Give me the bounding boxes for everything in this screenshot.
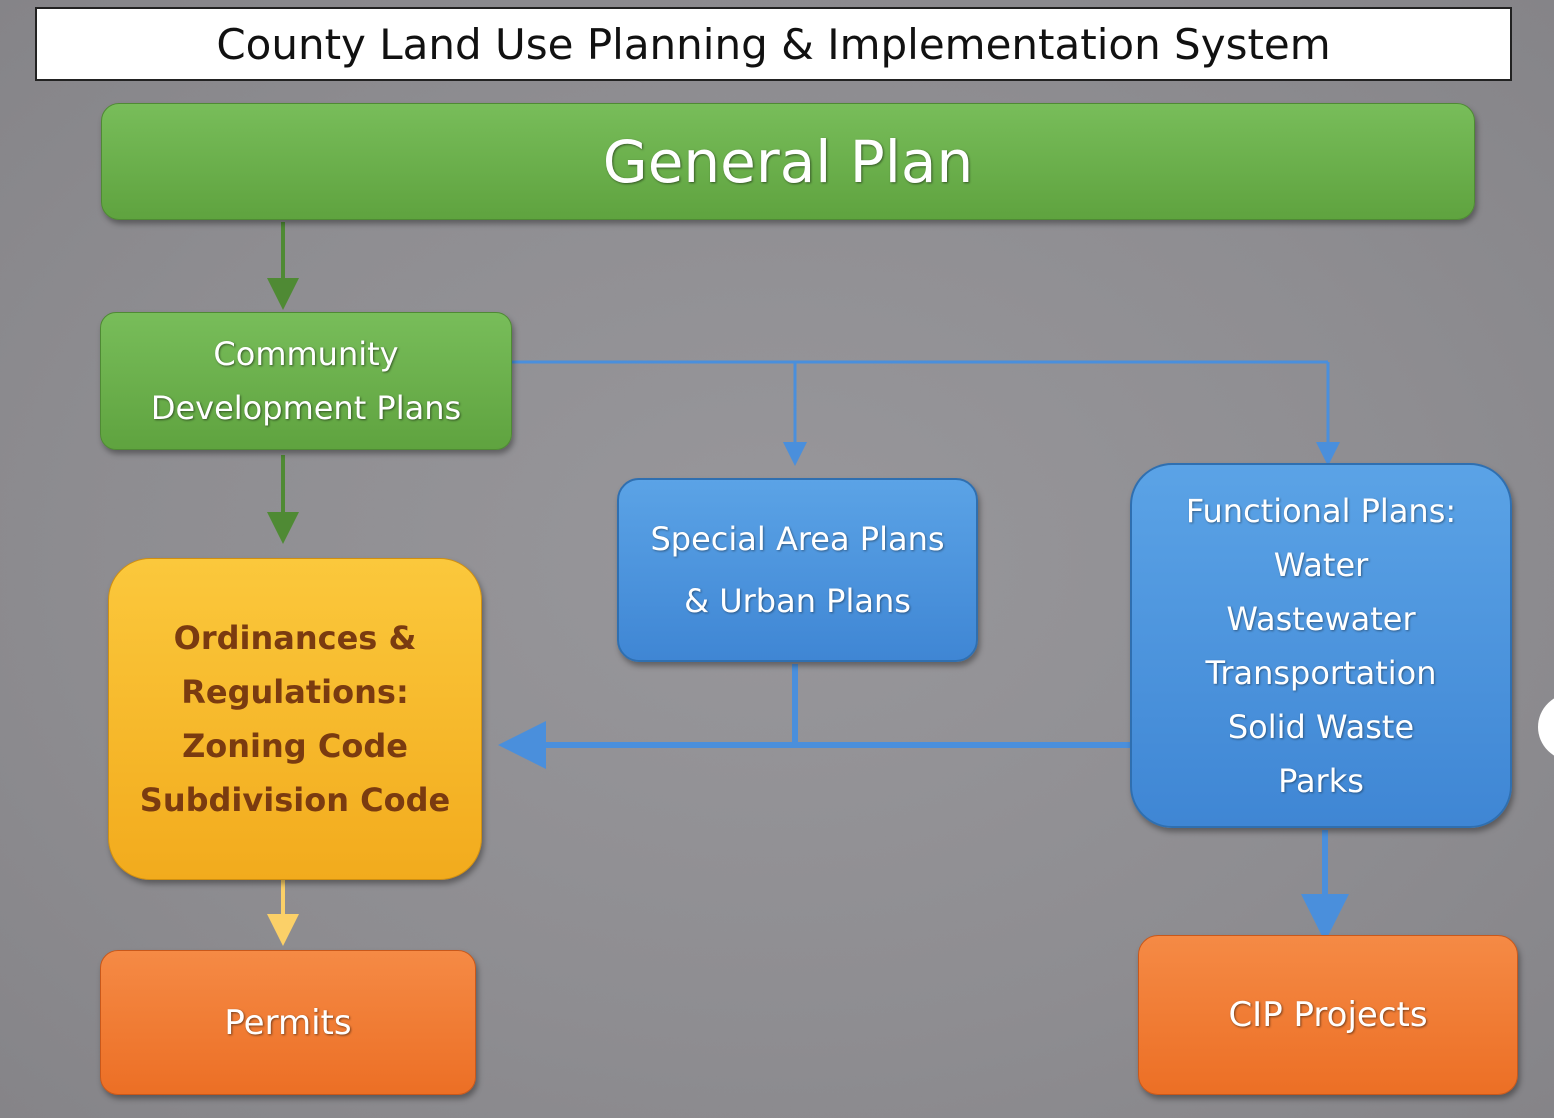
- permits-label: Permits: [224, 1002, 352, 1043]
- diagram-title: County Land Use Planning & Implementatio…: [35, 7, 1512, 81]
- sap-line1: Special Area Plans: [650, 520, 945, 558]
- fun-line: Transportation: [1205, 653, 1437, 692]
- cdp-line2: Development Plans: [150, 389, 462, 427]
- ord-line: Subdivision Code: [139, 781, 451, 819]
- fun-line: Wastewater: [1226, 599, 1416, 638]
- fun-line: Water: [1273, 545, 1369, 584]
- cdp-line1: Community: [213, 335, 399, 373]
- edge-handle[interactable]: [1538, 693, 1554, 761]
- general-plan-box: General Plan: [101, 103, 1475, 220]
- fun-line: Parks: [1278, 761, 1364, 800]
- general-plan-label: General Plan: [602, 127, 974, 196]
- special-area-plans-box: Special Area Plans & Urban Plans: [617, 478, 978, 662]
- ord-line: Ordinances &: [173, 619, 417, 657]
- ordinances-box: Ordinances & Regulations: Zoning Code Su…: [108, 558, 482, 880]
- sap-line2: & Urban Plans: [684, 582, 911, 620]
- permits-box: Permits: [100, 950, 476, 1095]
- ord-line: Zoning Code: [182, 727, 408, 765]
- community-development-plans-box: Community Development Plans: [100, 312, 512, 450]
- cip-label: CIP Projects: [1228, 995, 1428, 1035]
- fun-line: Solid Waste: [1227, 707, 1415, 746]
- functional-plans-box: Functional Plans: Water Wastewater Trans…: [1130, 463, 1512, 828]
- cip-projects-box: CIP Projects: [1138, 935, 1518, 1095]
- ord-line: Regulations:: [181, 673, 409, 711]
- fun-line: Functional Plans:: [1185, 491, 1457, 530]
